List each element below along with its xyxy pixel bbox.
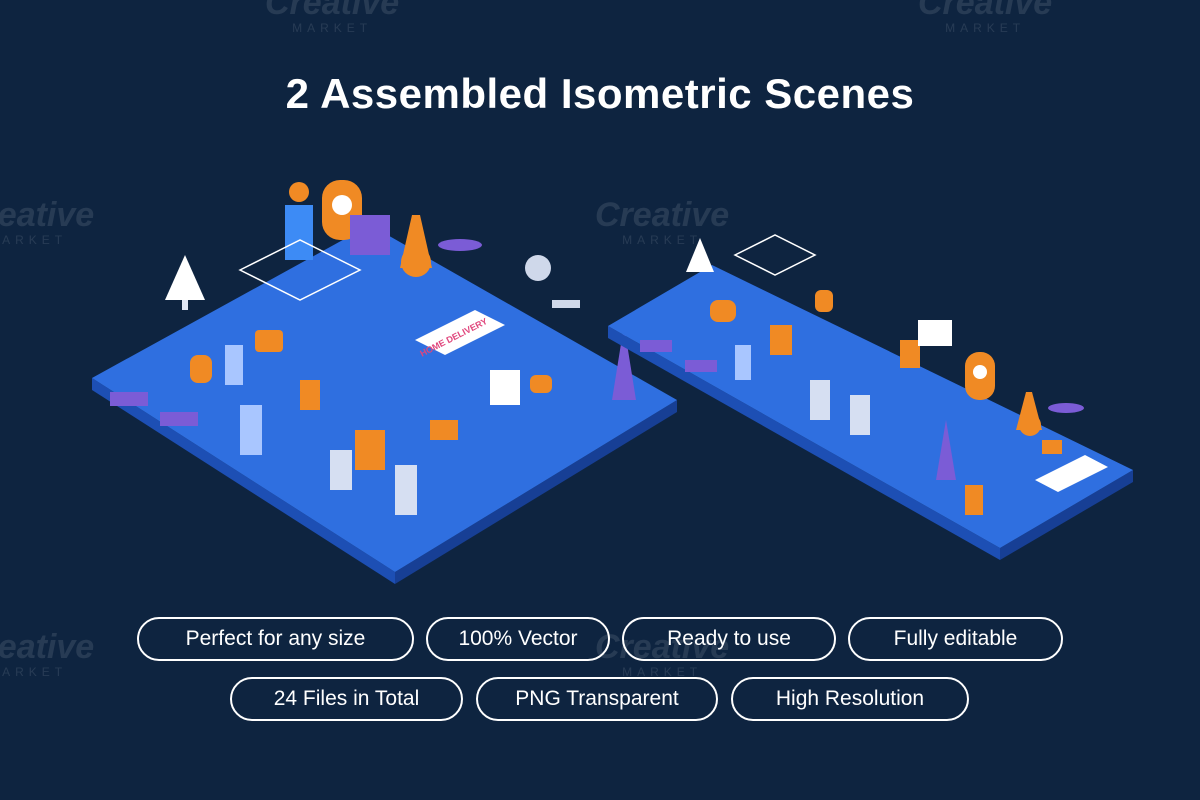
left-platform-top [92,225,677,572]
watermark-sub: MARKET [0,665,68,679]
truck-icon [110,392,148,406]
rocket-icon [936,420,956,480]
feature-badge: 100% Vector [426,617,610,661]
home-delivery-screen [415,310,505,355]
planet-icon [525,255,551,281]
home-delivery-screen [1035,455,1108,492]
truck-icon [160,412,198,426]
satellite-icon [552,300,580,308]
feature-badge: High Resolution [731,677,969,721]
greenhouse-icon [733,234,817,276]
watermark-brand: Creative [595,196,730,234]
left-isometric-scene: HOME DELIVERY [92,180,677,584]
watermark-sub: MARKET [292,21,373,35]
watermark-brand: Creative [918,0,1053,22]
watermark-sub: MARKET [622,665,703,679]
watermark-brand: Creative [0,196,95,234]
watermark-sub: MARKET [945,21,1026,35]
right-platform-top [608,265,1133,548]
page-title: 2 Assembled Isometric Scenes [285,70,915,117]
microscope-icon [285,205,313,260]
watermark: Creative MARKET [595,198,729,246]
feature-badge: Perfect for any size [137,617,414,661]
rocket-icon [612,325,636,400]
feature-badge: 24 Files in Total [230,677,463,721]
watermark-brand: Creative [595,628,730,666]
watermark-brand: Creative [265,0,400,22]
drone-icon [1048,403,1084,413]
watermark: Creative MARKET [265,0,399,34]
watermark-brand: Creative [0,628,95,666]
feature-badge: PNG Transparent [476,677,718,721]
watermark: Creative MARKET [0,630,94,678]
drone-icon [438,239,482,251]
truck-icon [640,340,672,352]
watermark: Creative MARKET [918,0,1052,34]
left-platform-side [395,400,677,584]
right-isometric-scene [608,234,1133,560]
watermark-sub: MARKET [622,233,703,247]
watermark: Creative MARKET [595,630,729,678]
feature-badge: Ready to use [622,617,836,661]
watermark: Creative MARKET [0,198,94,246]
greenhouse-icon [238,239,362,301]
right-platform-side [608,326,1000,560]
tree-icon [165,255,205,300]
watermark-sub: MARKET [0,233,68,247]
left-platform-side [92,378,395,584]
tree-icon [686,238,714,272]
feature-badge: Fully editable [848,617,1063,661]
right-platform-side [1000,470,1133,560]
truck-icon [685,360,717,372]
